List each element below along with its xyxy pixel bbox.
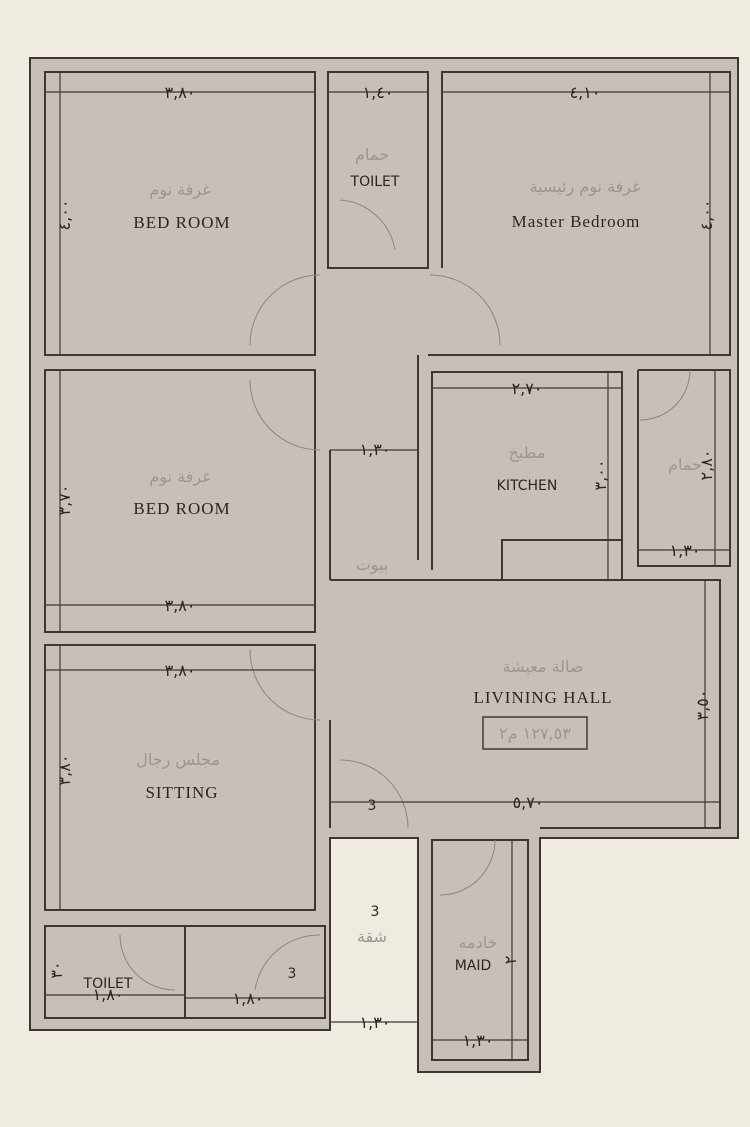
apartment-label: شقة (357, 927, 387, 946)
bath-right-label-ar: حمام (668, 455, 702, 474)
living-area-box (482, 716, 588, 750)
bedroom2-label-ar: غرفة نوم (149, 467, 210, 487)
bedroom2-height: ٣,٧٠ (55, 485, 74, 516)
sitting-height: ٣,٨٠ (55, 755, 74, 786)
dimension-lines (45, 72, 730, 1060)
kitchen-label-en: KITCHEN (497, 478, 558, 494)
maid-width: ١,٣٠ (463, 1031, 494, 1050)
maid-height: ٢ (501, 956, 520, 965)
toilet-top-label-ar: حمام (355, 145, 389, 164)
master-label-en: Master Bedroom (512, 212, 641, 231)
corridor-width: ١,٣٠ (360, 440, 391, 459)
corridor-bottom-mark: 3 (288, 966, 297, 982)
bedroom1-height: ٤,٠٠ (55, 200, 74, 231)
maid-label-en: MAID (455, 958, 492, 974)
bath-right-width: ١,٣٠ (670, 541, 701, 560)
master-height: ٤,٠٠ (697, 200, 716, 231)
toilet-bottom-height: ٣٠ (47, 961, 66, 978)
walls (29, 57, 739, 1073)
bedroom1-label-en: BED ROOM (133, 213, 230, 232)
kitchen-label-ar: مطبخ (509, 443, 546, 463)
corridor-bottom-width: ١,٨٠ (233, 989, 264, 1008)
living-height: ٣,٥٠ (693, 690, 712, 721)
bedroom2-label-en: BED ROOM (133, 499, 230, 518)
sitting-label-ar: مجلس رجال (136, 750, 220, 770)
sitting-width: ٣,٨٠ (165, 661, 196, 680)
toilet-top-label-en: TOILET (350, 174, 400, 190)
bedroom1-label-ar: غرفة نوم (149, 180, 210, 200)
toilet-bottom-label: TOILET (83, 976, 133, 992)
entry-width: ١,٣٠ (360, 1013, 391, 1032)
plan-fill (30, 58, 738, 1072)
kitchen-height: ٣,٠٠ (591, 460, 610, 491)
living-area: ١٢٧,٥٣ م٢ (499, 724, 571, 743)
doors (119, 199, 691, 991)
entry-number: 3 (368, 798, 377, 814)
kitchen-width: ٢,٧٠ (512, 379, 543, 398)
bedroom2-width: ٣,٨٠ (165, 596, 196, 615)
master-width: ٤,١٠ (570, 83, 601, 102)
living-label-en: LIVINING HALL (473, 688, 612, 707)
living-label-ar: صالة معيشة (503, 657, 584, 676)
apartment-number: 3 (371, 904, 380, 920)
master-label-ar: غرفة نوم رئيسية (530, 177, 641, 197)
toilet-top-width: ١,٤٠ (363, 83, 394, 102)
toilet-bottom-width: ١,٨٠ (93, 985, 124, 1004)
bath-right-height: ٢,٨٠ (697, 450, 716, 481)
bedroom1-width: ٣,٨٠ (165, 83, 196, 102)
watermark: بيوت (356, 555, 389, 575)
maid-label-ar: خادمه (458, 933, 497, 952)
sitting-label-en: SITTING (145, 783, 218, 802)
living-width: ٥,٧٠ (513, 793, 544, 812)
